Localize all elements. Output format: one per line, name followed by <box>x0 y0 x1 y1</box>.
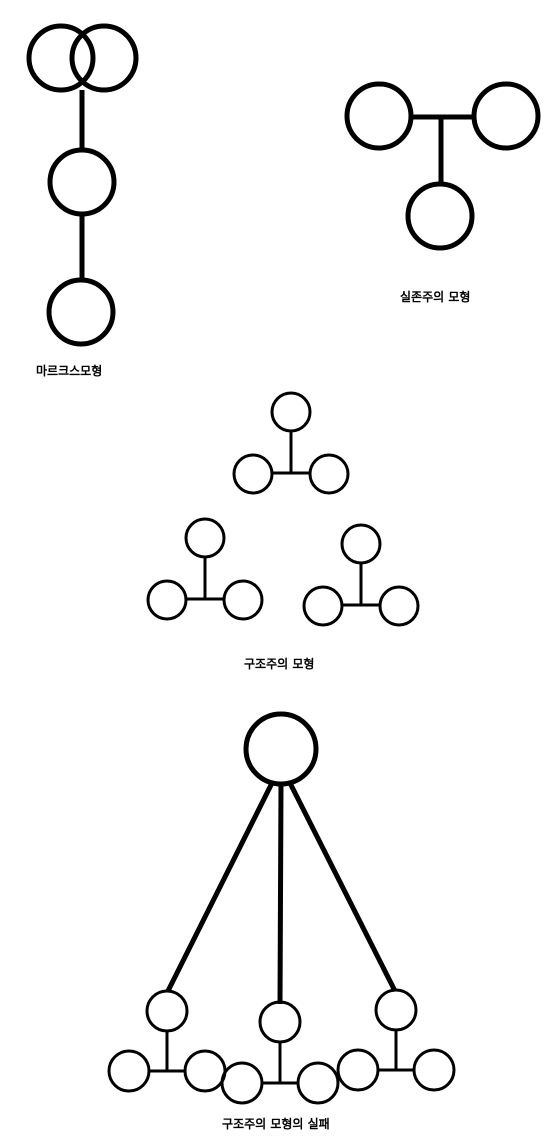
fail-unit-center-top-node <box>258 1000 302 1044</box>
exist-bottom-node <box>405 181 475 251</box>
fail-unit-left-left-node <box>107 1049 151 1093</box>
struct-unit-left-top-node <box>184 517 226 559</box>
marx-overlap-node-left <box>26 23 96 93</box>
structuralism-model-diagram <box>146 391 420 627</box>
marx-model-label: 마르크스모형 <box>36 364 103 378</box>
marx-middle-node <box>47 147 117 217</box>
fail-unit-center-right-node <box>296 1061 340 1105</box>
fail-unit-center-left-node <box>220 1061 264 1105</box>
marx-bottom-node <box>46 277 116 347</box>
marx-model-diagram <box>26 23 139 347</box>
fail-link-right <box>287 781 398 993</box>
fail-unit-right-left-node <box>336 1048 380 1092</box>
marx-overlap-node-right <box>69 23 139 93</box>
struct-unit-top-top-node <box>270 391 312 433</box>
structuralism-failure-diagram <box>107 711 456 1105</box>
struct-unit-right-top-node <box>340 523 382 565</box>
exist-left-node <box>344 81 414 151</box>
structuralism-failure-label: 구조주의 모형의 실패 <box>222 1117 330 1131</box>
existentialism-model-diagram <box>344 81 541 251</box>
struct-unit-left-left-node <box>146 579 188 621</box>
struct-unit-left-right-node <box>222 579 264 621</box>
existentialism-model-label: 실존주의 모형 <box>400 290 471 304</box>
fail-unit-left-top-node <box>145 989 189 1033</box>
fail-unit-left-right-node <box>183 1049 227 1093</box>
fail-unit-right-right-node <box>412 1048 456 1092</box>
fail-top-node <box>243 711 319 787</box>
fail-link-center <box>277 783 284 1005</box>
exist-right-node <box>471 81 541 151</box>
fail-unit-right-top-node <box>374 988 418 1032</box>
struct-unit-top-right-node <box>308 453 350 495</box>
struct-unit-top-left-node <box>232 453 274 495</box>
struct-unit-right-right-node <box>378 585 420 627</box>
fail-link-left <box>165 781 275 993</box>
struct-unit-right-left-node <box>302 585 344 627</box>
structuralism-model-label: 구조주의 모형 <box>244 657 315 671</box>
